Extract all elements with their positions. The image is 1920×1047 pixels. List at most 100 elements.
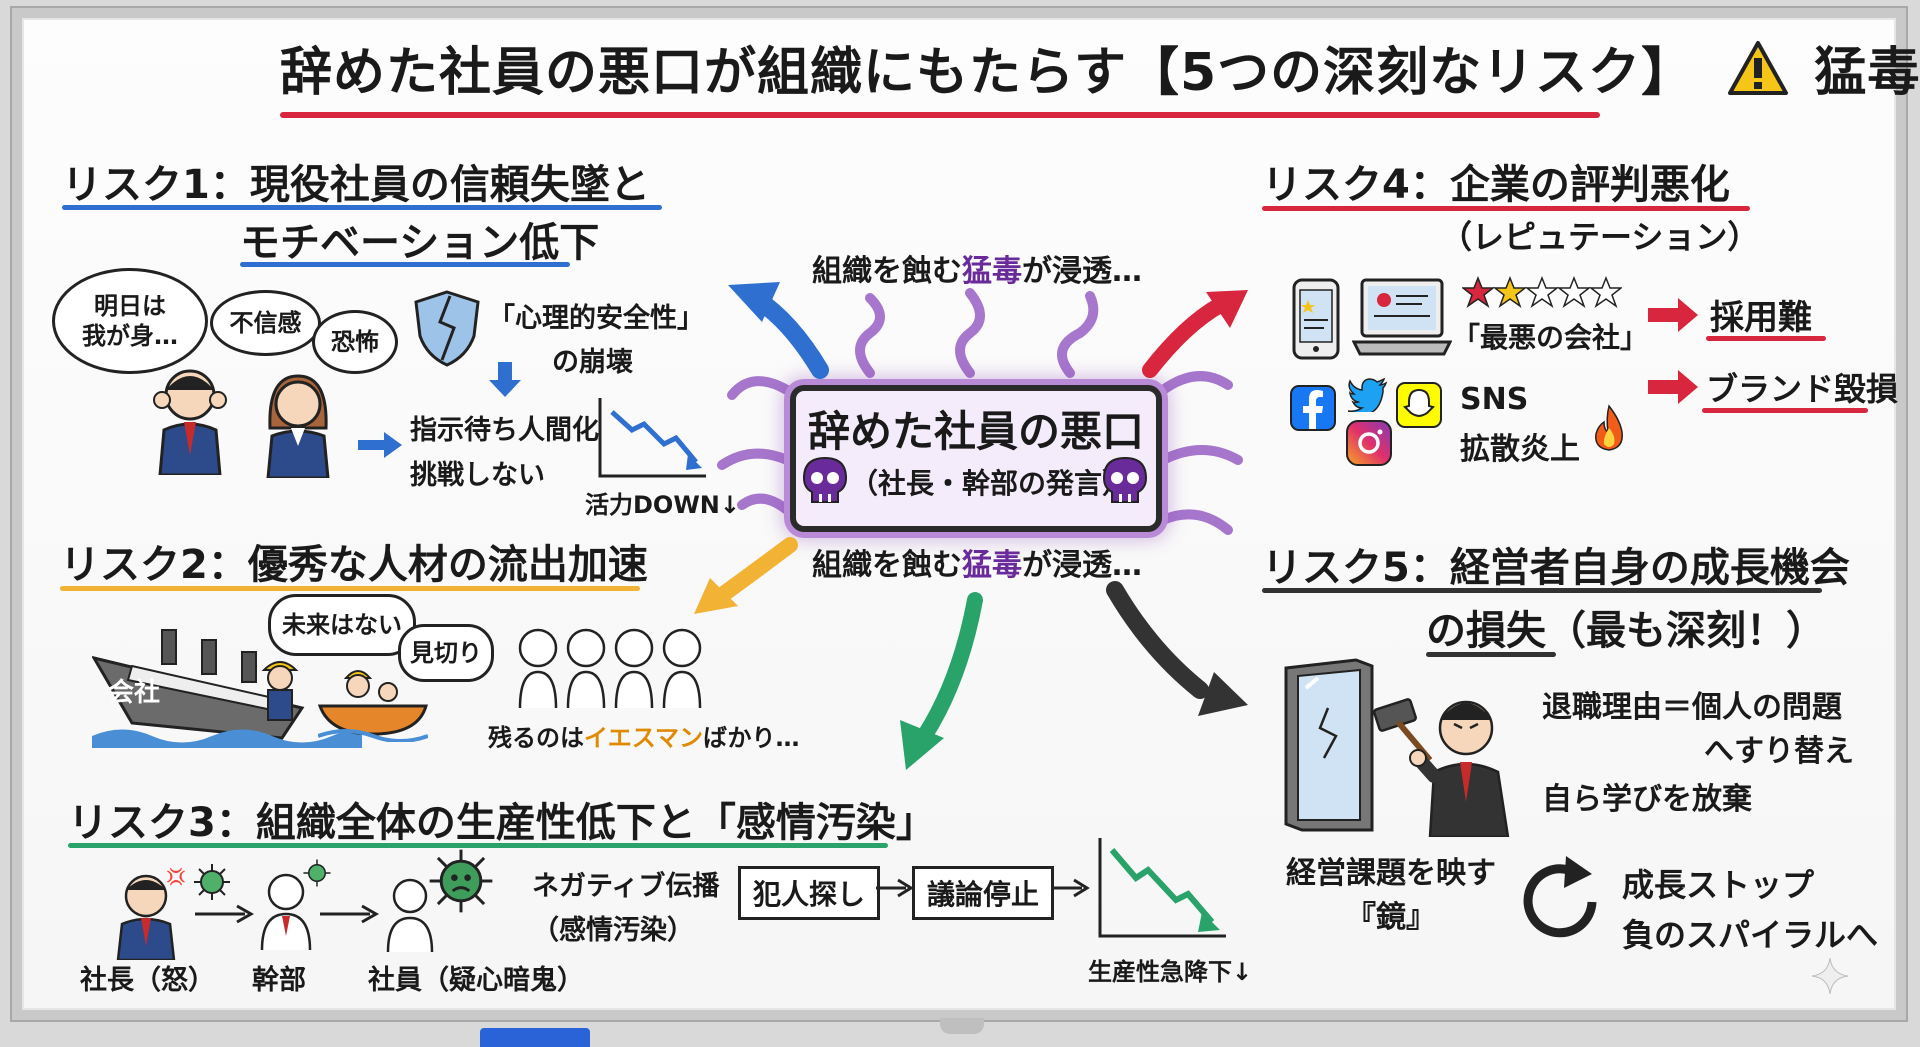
- large-virus-icon: [428, 848, 494, 918]
- bubble-give-up: 見切り: [398, 624, 494, 682]
- viral-flame-label: 拡散炎上: [1460, 432, 1580, 467]
- poison-smoke-icon: [712, 370, 792, 524]
- hiring-underline: [1706, 336, 1826, 341]
- angry-ceo-icon: 💢: [108, 867, 188, 964]
- central-topic-label: 辞めた社員の悪口: [807, 407, 1144, 456]
- employee-icon: [382, 876, 438, 956]
- emotional-contamination-label: （感情汚染）: [532, 915, 694, 946]
- title-underline: [280, 112, 1600, 118]
- skull-icon: [802, 456, 848, 510]
- yes-man-pre: 残るのは: [488, 724, 584, 752]
- thought-bubble-distrust: 不信感: [210, 290, 321, 356]
- sparkle-icon: [1810, 956, 1850, 1000]
- poison-caption-post: が浸透…: [1022, 548, 1142, 583]
- poison-caption-bottom: 組織を蝕む猛毒が浸透…: [812, 540, 1142, 584]
- ceo-label: 社長（怒）: [80, 965, 215, 996]
- resignation-reason-text: 退職理由＝個人の問題: [1542, 690, 1842, 725]
- abandon-learning-text: 自ら学びを放棄: [1542, 782, 1752, 817]
- red-arrow-icon: [1648, 370, 1700, 408]
- psych-safety-label: 「心理的安全性」: [488, 303, 704, 334]
- warning-text: 猛毒！: [1814, 43, 1920, 103]
- arrow-right-icon: [320, 904, 380, 928]
- snapchat-icon: [1396, 382, 1442, 432]
- arrow-down-icon: [488, 362, 522, 402]
- negative-spiral-text: 負のスパイラルへ: [1622, 916, 1879, 954]
- yes-man-post: ばかり…: [703, 724, 800, 752]
- executive-icon: [256, 870, 316, 954]
- collapse-label: の崩壊: [552, 347, 633, 378]
- cycle-arrow-icon: [1512, 852, 1612, 956]
- mirror-caption-line1: 経営課題を映す: [1286, 856, 1496, 891]
- poison-word: 猛毒: [962, 548, 1022, 583]
- escaping-worker-icon: [250, 654, 310, 728]
- risk4-title: リスク4：企業の評判悪化: [1262, 162, 1730, 208]
- arrow-right-icon: [1052, 878, 1090, 902]
- ship-company-label: 会社: [108, 678, 161, 708]
- poison-caption-post: が浸透…: [1022, 254, 1142, 289]
- worried-man-icon: [150, 360, 230, 479]
- poison-caption-top: 組織を蝕む猛毒が浸透…: [812, 246, 1142, 290]
- risk1-title-line2: モチベーション低下: [240, 220, 600, 266]
- laptop-icon: [1351, 278, 1453, 362]
- poison-caption-pre: 組織を蝕む: [812, 548, 962, 583]
- red-arrow-icon: [1648, 298, 1700, 336]
- growth-stop-text: 成長ストップ: [1622, 866, 1815, 904]
- virus-icon: [302, 858, 332, 892]
- employee-label: 社員（疑心暗鬼）: [368, 965, 584, 996]
- risk3-title: リスク3：組織全体の生産性低下と「感情汚染」: [68, 800, 936, 846]
- yes-man-caption: 残るのはイエスマンばかり…: [488, 718, 800, 753]
- poison-smoke-icon: [840, 288, 1130, 382]
- brand-underline: [1702, 408, 1868, 413]
- lifeboat-icon: [317, 662, 429, 746]
- blame-hunt-box: 犯人探し: [738, 866, 881, 920]
- board-hook: [940, 1018, 984, 1034]
- fire-icon: [1592, 404, 1626, 456]
- brand-damage-label: ブランド毀損: [1706, 370, 1899, 408]
- risk5-underline: [1262, 588, 1822, 593]
- risk1-underline: [62, 205, 662, 210]
- instagram-icon: [1346, 420, 1392, 470]
- central-topic-sub: （社長・幹部の発言）: [850, 467, 1131, 500]
- blame-shift-text: へすり替え: [1704, 734, 1854, 769]
- no-challenge-text: 挑戦しない: [410, 460, 545, 491]
- worried-woman-icon: [258, 368, 338, 482]
- risk1-underline-2: [240, 262, 570, 267]
- decline-chart-icon: [598, 398, 708, 482]
- arrow-right-icon: [195, 904, 255, 928]
- risk5-title-line2: の損失（最も深刻！）: [1426, 608, 1826, 654]
- warning-icon: [1727, 40, 1789, 109]
- productivity-drop-chart-icon: [1098, 838, 1228, 942]
- negative-spread-label: ネガティブ伝播: [532, 871, 720, 902]
- hiring-difficulty-label: 採用難: [1710, 298, 1812, 338]
- arrow-right-icon: [358, 430, 403, 464]
- mirror-caption-line2: 『鏡』: [1346, 900, 1436, 935]
- arrow-right-icon: [876, 878, 914, 902]
- central-topic-box: [790, 385, 1162, 532]
- thought-bubble-fear: 恐怖: [312, 310, 398, 374]
- marker-tray: [480, 1028, 590, 1047]
- risk4-subtitle: （レピュテーション）: [1440, 218, 1760, 256]
- executive-label: 幹部: [252, 965, 306, 996]
- bubble-no-future: 未来はない: [268, 594, 416, 656]
- skull-icon: [1102, 456, 1148, 510]
- risk5-underline-2: [1426, 652, 1556, 657]
- thought-bubble-tomorrow: 明日は 我が身…: [52, 268, 208, 374]
- poison-smoke-icon: [1158, 360, 1248, 554]
- mirror-icon: [1284, 658, 1374, 837]
- rating-stars-icon: [1460, 275, 1624, 312]
- poison-caption-pre: 組織を蝕む: [812, 254, 962, 289]
- yes-man-key: イエスマン: [584, 724, 704, 752]
- risk5-title-line1: リスク5：経営者自身の成長機会: [1262, 545, 1850, 591]
- waiting-instructions-text: 指示待ち人間化: [410, 415, 599, 446]
- risk1-title-line1: リスク1：現役社員の信頼失墜と: [62, 162, 650, 208]
- poison-word: 猛毒: [962, 254, 1022, 289]
- title-text: 辞めた社員の悪口が組織にもたらす【5つの深刻なリスク】: [280, 43, 1695, 103]
- risk3-underline: [68, 843, 888, 848]
- broken-shield-icon: [412, 288, 482, 372]
- discussion-stop-box: 議論停止: [912, 866, 1055, 920]
- sns-label: SNS: [1460, 382, 1529, 417]
- risk2-title: リスク2：優秀な人材の流出加速: [60, 542, 648, 588]
- vitality-down-label: 活力DOWN↓: [585, 491, 740, 519]
- risk2-underline: [60, 586, 640, 591]
- productivity-drop-label: 生産性急降下↓: [1088, 958, 1253, 986]
